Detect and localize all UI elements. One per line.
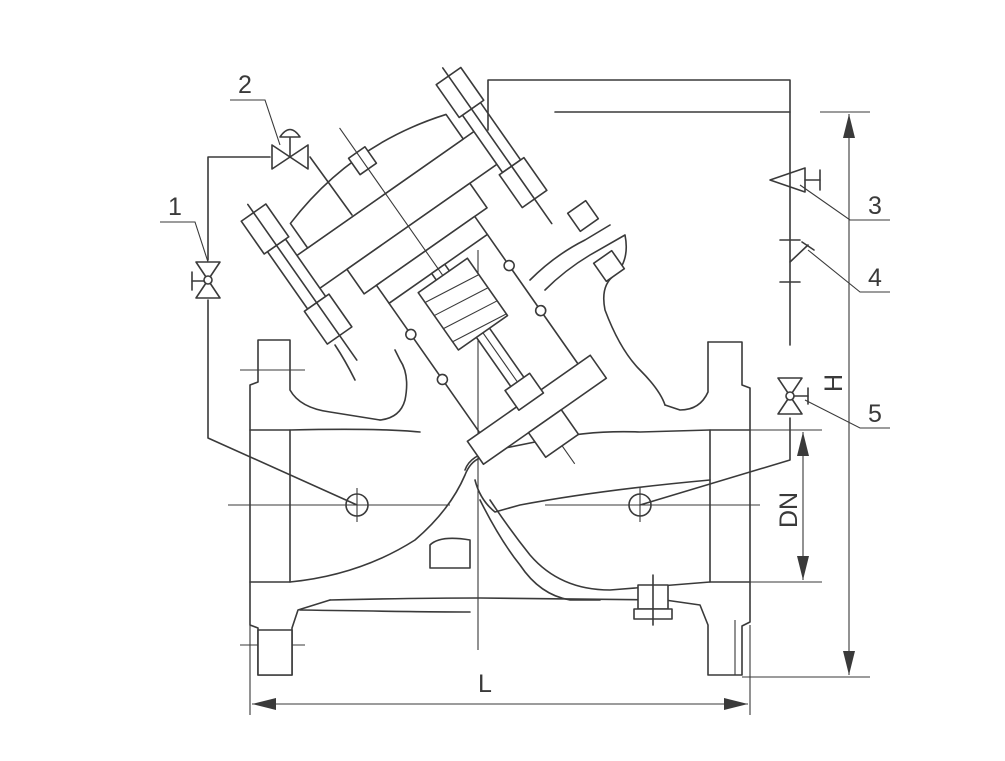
dimension-h (742, 111, 870, 678)
dimension-l (249, 625, 751, 715)
dimension-length-label: L (478, 670, 492, 698)
actuator-assembly (240, 66, 608, 466)
ball-valve-5 (777, 377, 809, 415)
callout-2: 2 (238, 71, 252, 99)
callout-1: 1 (168, 193, 182, 221)
pilot-piping (207, 79, 791, 506)
valve-3 (769, 167, 821, 193)
callout-5: 5 (868, 400, 882, 428)
callout-3: 3 (868, 192, 882, 220)
needle-valve-2 (271, 128, 309, 170)
dimension-dn-label: DN (775, 492, 803, 528)
dimension-height-label: H (820, 374, 848, 392)
valve-4 (779, 239, 815, 283)
callout-4: 4 (868, 264, 882, 292)
ball-valve-1 (191, 261, 221, 299)
valve-body (228, 250, 760, 676)
dimension-dn (750, 429, 822, 583)
callout-leaders (160, 99, 890, 429)
